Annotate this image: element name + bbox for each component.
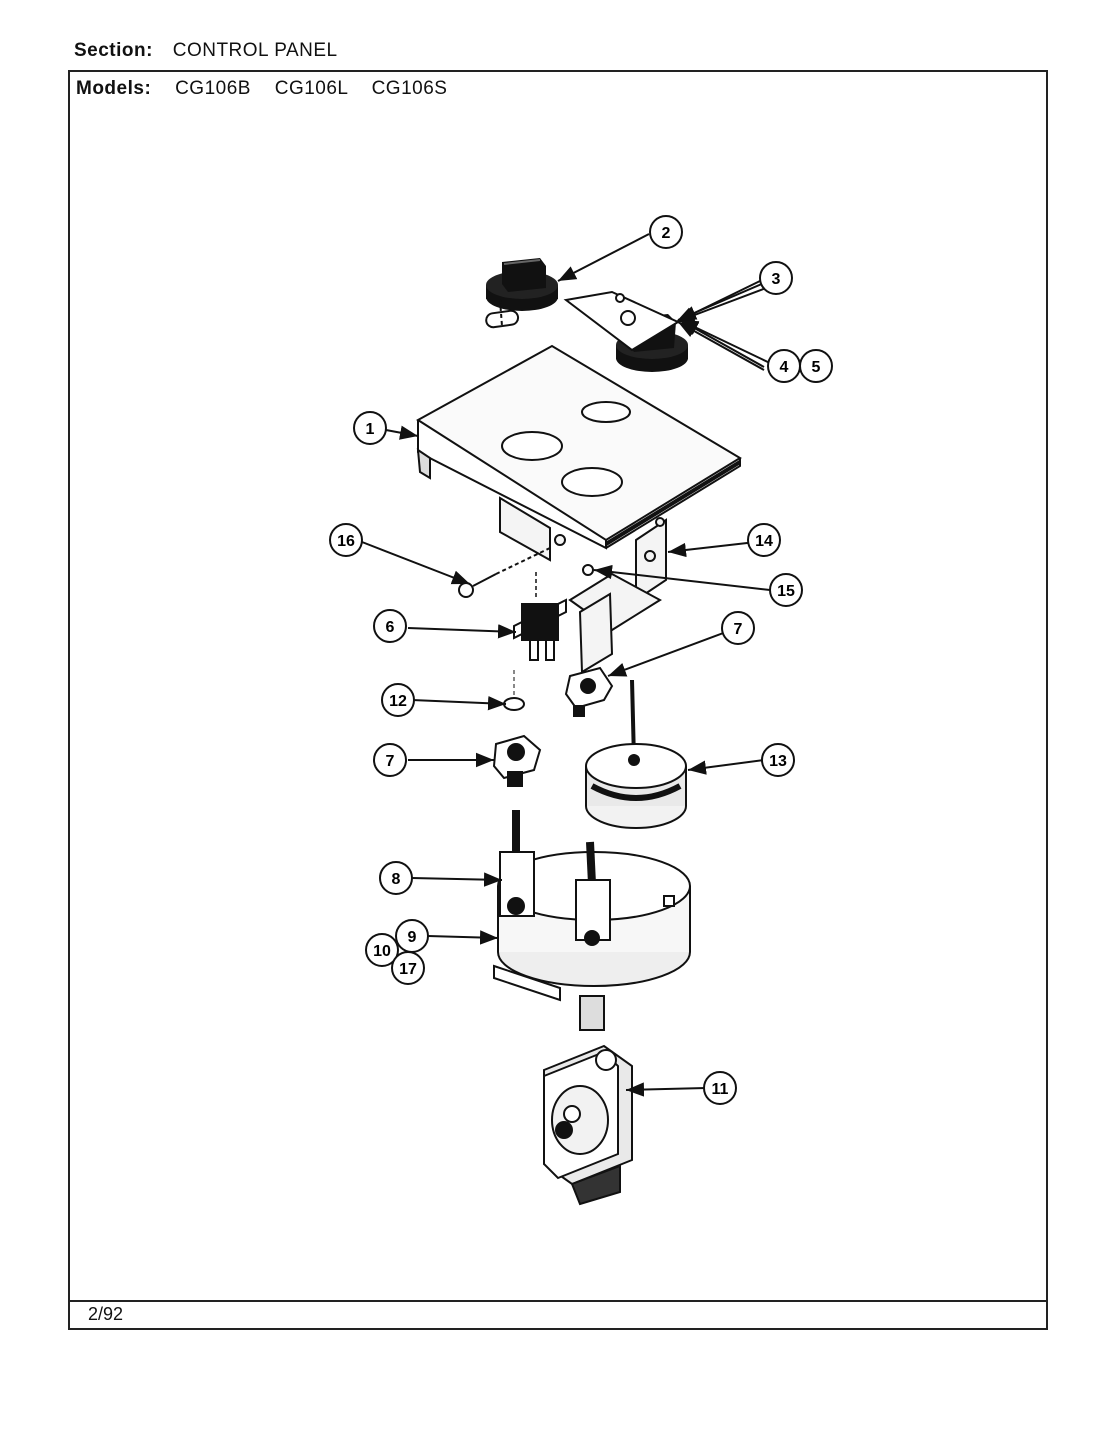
callout-8: 8 xyxy=(379,861,413,895)
callout-15: 15 xyxy=(769,573,803,607)
control-knob-left xyxy=(486,258,558,311)
svg-text:16: 16 xyxy=(337,533,355,550)
callout-1: 1 xyxy=(353,411,387,445)
callout-3: 3 xyxy=(759,261,793,295)
svg-text:17: 17 xyxy=(399,961,417,978)
callout-4: 4 xyxy=(767,349,801,383)
switch xyxy=(513,572,567,661)
svg-text:10: 10 xyxy=(373,943,391,960)
callout-14: 14 xyxy=(747,523,781,557)
infinite-switch-lower xyxy=(492,734,542,787)
control-panel-cover xyxy=(416,290,742,550)
callout-leaders xyxy=(361,233,773,1097)
model-3: CG106S xyxy=(371,78,448,99)
callout-7-lower: 7 xyxy=(373,743,407,777)
callout-7-upper: 7 xyxy=(721,611,755,645)
section-line: Section: CONTROL PANEL xyxy=(74,40,338,62)
callout-5: 5 xyxy=(799,349,833,383)
callout-17: 17 xyxy=(391,951,425,985)
callout-11: 11 xyxy=(703,1071,737,1105)
svg-text:11: 11 xyxy=(712,1081,729,1098)
footer-rule xyxy=(70,1300,1046,1302)
callout-13: 13 xyxy=(761,743,795,777)
svg-text:14: 14 xyxy=(755,533,773,550)
diagram-frame: Models: CG106B CG106L CG106S 2/92 xyxy=(68,70,1048,1330)
pressure-regulator xyxy=(543,1044,633,1206)
footer-date: 2/92 xyxy=(88,1304,124,1324)
infinite-switch-upper xyxy=(564,666,614,717)
svg-text:13: 13 xyxy=(769,753,787,770)
section-label: Section: xyxy=(74,40,153,61)
svg-text:7: 7 xyxy=(734,621,743,638)
callout-2: 2 xyxy=(649,215,683,249)
mounting-bracket xyxy=(499,496,667,674)
washer-15 xyxy=(582,564,594,576)
svg-text:5: 5 xyxy=(812,359,821,376)
section-value: CONTROL PANEL xyxy=(172,40,338,61)
callout-16: 16 xyxy=(329,523,363,557)
model-2: CG106L xyxy=(274,78,348,99)
timer xyxy=(585,679,687,829)
models-label: Models: xyxy=(76,78,152,99)
model-1: CG106B xyxy=(175,78,251,99)
callout-6: 6 xyxy=(373,609,407,643)
svg-text:6: 6 xyxy=(386,619,395,636)
svg-text:4: 4 xyxy=(780,359,789,376)
washer-12 xyxy=(503,697,525,711)
svg-text:9: 9 xyxy=(408,929,417,946)
models-line: Models: CG106B CG106L CG106S xyxy=(76,78,447,100)
svg-text:3: 3 xyxy=(772,271,781,288)
valve-manifold xyxy=(493,810,691,1031)
callout-10: 10 xyxy=(365,933,399,967)
svg-text:8: 8 xyxy=(392,871,401,888)
svg-text:15: 15 xyxy=(777,583,795,600)
callout-12: 12 xyxy=(381,683,415,717)
svg-text:12: 12 xyxy=(389,693,407,710)
svg-text:1: 1 xyxy=(366,421,375,438)
svg-text:2: 2 xyxy=(662,225,671,242)
callout-9: 9 xyxy=(395,919,429,953)
screw-16 xyxy=(458,547,551,598)
svg-text:7: 7 xyxy=(386,753,395,770)
